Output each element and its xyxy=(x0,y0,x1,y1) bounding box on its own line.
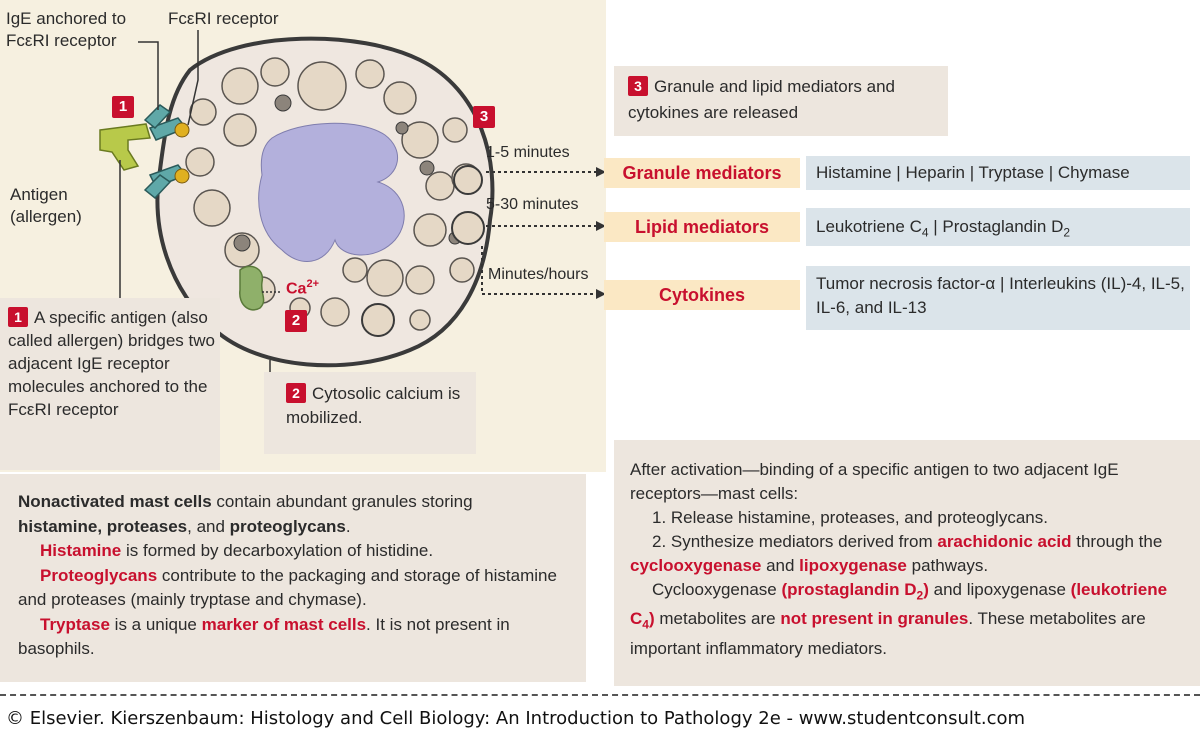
item2-start: 2. Synthesize mediators derived from xyxy=(652,532,938,551)
tryptase-rest: . It is not present in basophils. xyxy=(18,614,510,659)
step1-badge-diagram: 1 xyxy=(112,96,134,118)
mast-cell-diagram xyxy=(99,30,606,402)
calcium-text: Ca xyxy=(286,280,307,298)
calcium-store xyxy=(239,265,265,311)
ige-anchored-label: IgE anchored to FcεRI receptor xyxy=(6,9,127,50)
step1-badge: 1 xyxy=(8,307,28,327)
activated-metabolites: Cyclooxygenase (prostaglandin D2) and li… xyxy=(630,578,1186,661)
lipid-mediators-label: Lipid mediators xyxy=(604,212,800,242)
nonactivated-bold: Nonactivated mast cells xyxy=(18,492,212,511)
nonactivated-intro: Nonactivated mast cells contain abundant… xyxy=(18,490,586,539)
antigen-label: Antigen (allergen) xyxy=(10,185,82,226)
activated-panel: After activation—binding of a specific a… xyxy=(614,440,1200,686)
arrow-cytokine xyxy=(481,246,596,295)
leader-ige xyxy=(138,41,159,110)
dark-granules xyxy=(233,94,462,252)
p3-start: Cyclooxygenase xyxy=(652,580,782,599)
step3-text: Granule and lipid mediators and cytokine… xyxy=(628,77,895,122)
time-label-2: 5-30 minutes xyxy=(486,196,579,213)
tryptase-term: Tryptase xyxy=(40,614,110,634)
item2-mid: through the xyxy=(1071,532,1163,551)
item2-lipoxygenase: lipoxygenase xyxy=(799,556,907,575)
tryptase-mid: is a unique xyxy=(109,614,202,634)
calcium-charge: 2+ xyxy=(306,278,319,290)
p3-prostaglandin-text: (prostaglandin D xyxy=(781,580,917,599)
proteoglycan-text: contribute to the packaging and storage … xyxy=(18,565,557,610)
tryptase-line: Tryptase is a unique marker of mast cell… xyxy=(18,613,586,662)
activated-intro: After activation—binding of a specific a… xyxy=(630,460,1119,503)
lipid-mediators-value: Leukotriene C4 | Prostaglandin D2 xyxy=(806,208,1190,246)
nonactivated-storage1: histamine, proteases xyxy=(18,516,188,536)
p3-not-present: not present in granules xyxy=(780,609,969,629)
step1-text: A specific antigen (also called allergen… xyxy=(8,308,215,419)
proteoglycan-term: Proteoglycans xyxy=(40,565,158,585)
time-label-3: Minutes/hours xyxy=(488,266,589,283)
p3-prostaglandin-sub: 2 xyxy=(916,588,924,603)
footer-credit: © Elsevier. Kierszenbaum: Histology and … xyxy=(6,708,1026,729)
p3-end: . These metabolites are important inflam… xyxy=(630,609,1146,658)
lipid-value-part2: | Prostaglandin D xyxy=(928,217,1064,236)
nucleus xyxy=(258,122,405,262)
granule-mediators-label: Granule mediators xyxy=(604,158,800,188)
p3-leukotriene-close: ) xyxy=(648,609,655,629)
lipid-value-sub2: 2 xyxy=(1063,225,1071,240)
fceri-receptor-label: FcεRI receptor xyxy=(168,9,279,28)
nonactivated-storage2: proteoglycans xyxy=(229,516,346,536)
nonactivated-panel: Nonactivated mast cells contain abundant… xyxy=(0,474,586,682)
p3-prostaglandin-close: ) xyxy=(923,580,929,599)
p3-mid2: metabolites are xyxy=(654,609,781,629)
cytokines-value: Tumor necrosis factor-α | Interleukins (… xyxy=(806,266,1190,330)
footer-divider xyxy=(0,694,1200,696)
proteoglycan-line: Proteoglycans contribute to the packagin… xyxy=(18,564,586,613)
p3-prostaglandin: (prostaglandin D2) xyxy=(781,580,929,603)
ige-receptors xyxy=(143,104,190,200)
step3-badge: 3 xyxy=(628,76,648,96)
p3-leukotriene: (leukotriene C4) xyxy=(630,580,1168,632)
step2-badge: 2 xyxy=(286,383,306,403)
item2-end: pathways. xyxy=(906,556,989,575)
granule-mediators-value: Histamine | Heparin | Tryptase | Chymase xyxy=(806,156,1190,190)
nonactivated-storage-end: . xyxy=(345,516,351,536)
step3-badge-diagram: 3 xyxy=(473,106,495,128)
cytokines-label: Cytokines xyxy=(604,280,800,310)
antigen-shape xyxy=(99,123,151,171)
p3-mid: and lipoxygenase xyxy=(928,580,1071,599)
step2-text: Cytosolic calcium is mobilized. xyxy=(286,384,461,427)
histamine-term: Histamine xyxy=(40,541,122,560)
tryptase-marker: marker of mast cells xyxy=(201,614,367,634)
leader-fceri xyxy=(187,30,199,126)
lipid-value-part1: Leukotriene C xyxy=(816,217,922,236)
p3-leukotriene-text: (leukotriene C xyxy=(630,580,1168,629)
nonactivated-storage-mid: , and xyxy=(187,516,230,536)
calcium-label: Ca2+ xyxy=(286,278,319,298)
histamine-text: is formed by decarboxylation of histidin… xyxy=(121,541,434,560)
nonactivated-intro-rest: contain abundant granules storing xyxy=(211,492,473,511)
activated-item1: 1. Release histamine, proteases, and pro… xyxy=(652,508,1048,527)
activated-item2: 2. Synthesize mediators derived from ara… xyxy=(630,530,1186,578)
releasing-granules xyxy=(361,165,485,337)
histamine-line: Histamine is formed by decarboxylation o… xyxy=(18,539,586,564)
p3-leukotriene-sub: 4 xyxy=(642,617,649,632)
step2-badge-diagram: 2 xyxy=(285,310,307,332)
item2-arachidonic: arachidonic acid xyxy=(937,532,1072,551)
time-label-1: 1-5 minutes xyxy=(486,144,570,161)
item2-and: and xyxy=(761,556,800,575)
lipid-value-sub1: 4 xyxy=(921,225,929,240)
item2-cyclooxygenase: cyclooxygenase xyxy=(630,556,762,575)
